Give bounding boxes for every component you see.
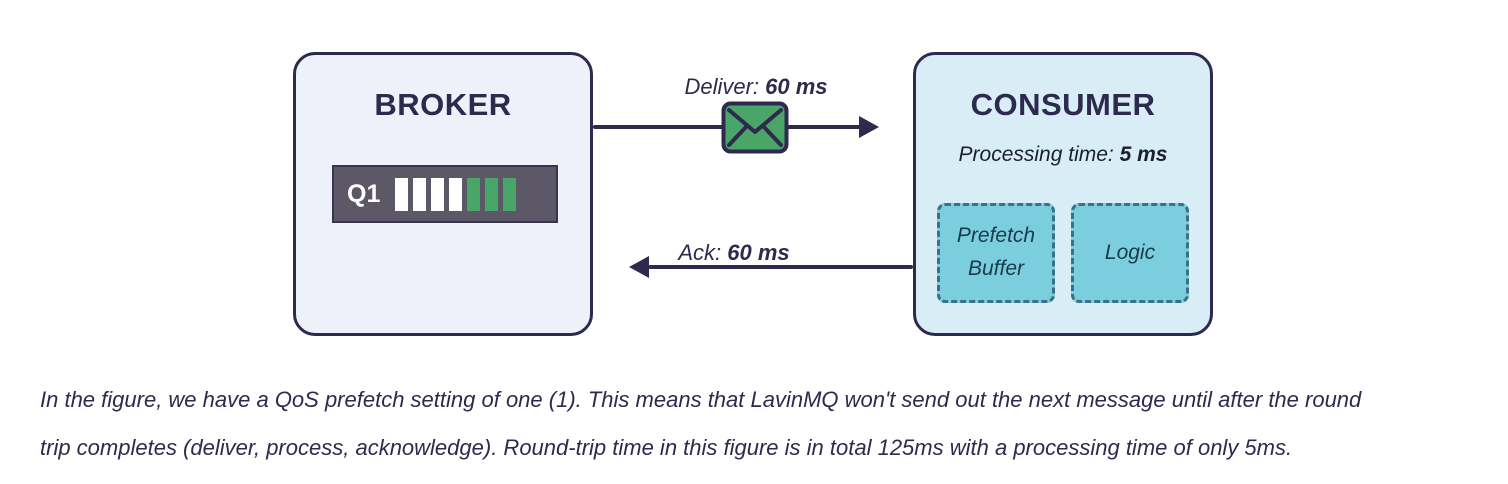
queue-label: Q1	[347, 179, 381, 208]
queue-bar-white	[449, 177, 463, 211]
figure-caption: In the figure, we have a QoS prefetch se…	[40, 376, 1490, 472]
queue-bar-white	[431, 177, 445, 211]
caption-line-2: trip completes (deliver, process, acknow…	[40, 435, 1293, 460]
ack-label-text: Ack:	[678, 240, 722, 265]
queue-bars	[395, 177, 517, 211]
prefetch-buffer-box: Prefetch Buffer	[937, 203, 1055, 303]
queue-bar-white	[413, 177, 427, 211]
ack-arrow-label: Ack: 60 ms	[614, 240, 854, 266]
queue-q1: Q1	[332, 165, 558, 223]
envelope-icon	[721, 101, 789, 154]
processing-time-label: Processing time:	[958, 143, 1114, 166]
ack-label-value: 60 ms	[727, 240, 790, 265]
queue-bar-green	[485, 177, 499, 211]
queue-bar-green	[503, 177, 517, 211]
deliver-arrowhead	[859, 116, 879, 138]
broker-box: BROKER Q1	[293, 52, 593, 336]
processing-time-value: 5 ms	[1119, 143, 1168, 166]
processing-time: Processing time: 5 ms	[916, 143, 1210, 167]
deliver-arrow-label: Deliver: 60 ms	[636, 74, 876, 100]
ack-arrowhead	[629, 256, 649, 278]
ack-arrow-line	[648, 265, 913, 269]
consumer-inner-boxes: Prefetch Buffer Logic	[937, 203, 1189, 303]
caption-line-1: In the figure, we have a QoS prefetch se…	[40, 387, 1362, 412]
deliver-label-value: 60 ms	[765, 74, 828, 99]
consumer-box: CONSUMER Processing time: 5 ms Prefetch …	[913, 52, 1213, 336]
consumer-title: CONSUMER	[970, 87, 1156, 122]
logic-box: Logic	[1071, 203, 1189, 303]
queue-bar-green	[467, 177, 481, 211]
queue-bar-white	[395, 177, 409, 211]
deliver-label-text: Deliver:	[684, 74, 760, 99]
broker-title: BROKER	[374, 87, 512, 122]
